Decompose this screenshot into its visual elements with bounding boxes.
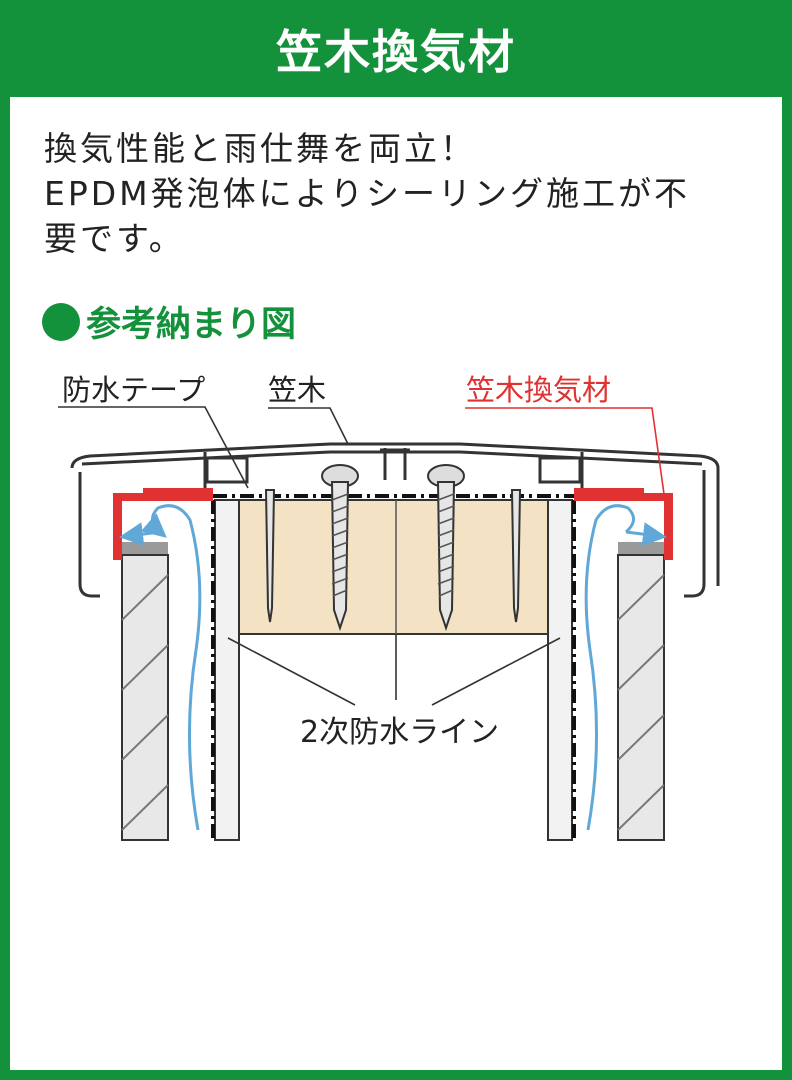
left-sill (122, 542, 168, 554)
label-coping: 笠木 (268, 373, 326, 407)
screw-threads (331, 493, 455, 597)
right-inner-board (547, 499, 573, 841)
label-secondary-waterproof-line: 2次防水ライン (300, 715, 499, 750)
right-sill (618, 542, 664, 554)
section-heading: 参考納まり図 (42, 296, 296, 347)
section-diagram: 防水テープ 笠木 笠木換気材 2次防水ライン (58, 373, 720, 841)
description-line-1: 換気性能と雨仕舞を両立！ (44, 129, 476, 168)
right-wall-panel (617, 554, 665, 841)
label-waterproof-tape: 防水テープ (62, 373, 205, 407)
vent-material (113, 488, 673, 560)
description-line-3: 要です。 (44, 219, 185, 258)
description: 換気性能と雨仕舞を両立！ EPDM発泡体によりシーリング施工が不 要です。 (44, 126, 764, 261)
label-vent-material: 笠木換気材 (466, 373, 611, 407)
left-wall-panel (121, 554, 169, 841)
page-title-text: 笠木換気材 (276, 24, 516, 79)
airflow-arrows (119, 504, 667, 831)
description-line-2: EPDM発泡体によりシーリング施工が不 (44, 174, 690, 213)
coping-cap (70, 442, 720, 598)
page-title: 笠木換気材 (0, 0, 792, 97)
bullet-dot-icon (42, 302, 80, 341)
wood-member (238, 499, 549, 635)
left-inner-board (214, 499, 240, 841)
leader-lines (58, 406, 665, 706)
section-heading-text: 参考納まり図 (86, 305, 297, 345)
